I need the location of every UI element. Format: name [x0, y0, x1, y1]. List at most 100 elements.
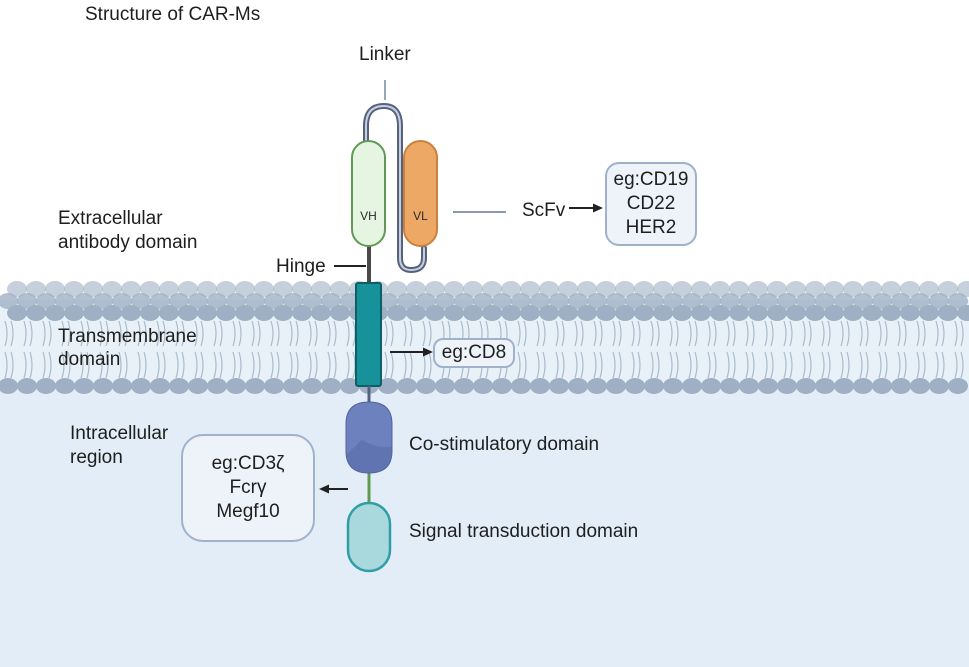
- lipid-tail: [903, 320, 907, 347]
- lipid-head: [549, 293, 569, 309]
- lipid-tail: [143, 320, 147, 347]
- lipid-tail: [517, 351, 521, 379]
- vl-domain: [403, 140, 438, 247]
- diagram-title: Structure of CAR-Ms: [85, 4, 261, 25]
- lipid-head: [169, 378, 189, 394]
- lipid-tail: [536, 320, 540, 347]
- lipid-head: [321, 293, 341, 309]
- lipid-head: [501, 281, 521, 297]
- lipid-tail: [219, 351, 223, 379]
- lipid-tail: [941, 320, 945, 347]
- lipid-head: [254, 305, 274, 321]
- lipid-tail: [314, 320, 318, 347]
- lipid-head: [568, 378, 588, 394]
- lipid-head: [159, 305, 179, 321]
- lipid-tail: [561, 320, 565, 347]
- lipid-head: [501, 305, 521, 321]
- lipid-tail: [213, 351, 217, 379]
- lipid-tail: [4, 351, 8, 379]
- lipid-head: [7, 305, 27, 321]
- lipid-head: [815, 378, 835, 394]
- lipid-head: [853, 378, 873, 394]
- lipid-tail: [257, 320, 261, 347]
- lipid-tail: [346, 351, 350, 379]
- lipid-tail: [232, 320, 236, 347]
- extracellular-label-line-2: antibody domain: [58, 232, 198, 253]
- lipid-head: [102, 305, 122, 321]
- lipid-tail: [61, 320, 65, 347]
- scfv-examples-box: eg:CD19 CD22 HER2: [605, 162, 697, 246]
- lipid-head: [796, 378, 816, 394]
- lipid-tail: [593, 351, 597, 379]
- lipid-head: [197, 281, 217, 297]
- lipid-head: [64, 281, 84, 297]
- lipid-head: [663, 293, 683, 309]
- lipid-tail: [650, 320, 654, 347]
- lipid-head: [767, 281, 787, 297]
- lipid-head: [739, 378, 759, 394]
- lipid-tail: [675, 351, 679, 379]
- scfv-arrow-head: [593, 203, 603, 213]
- lipid-head: [112, 378, 132, 394]
- lipid-head: [919, 281, 939, 297]
- lipid-head: [777, 293, 797, 309]
- lipid-tail: [194, 351, 198, 379]
- lipid-head: [663, 378, 683, 394]
- lipid-head: [55, 293, 75, 309]
- lipid-tail: [840, 320, 844, 347]
- lipid-head: [140, 281, 160, 297]
- lipid-tail: [428, 351, 432, 379]
- lipid-head: [216, 281, 236, 297]
- lipid-head: [777, 378, 797, 394]
- lipid-tail: [523, 320, 527, 347]
- lipid-tail: [808, 320, 812, 347]
- lipid-tail: [922, 320, 926, 347]
- lipid-tail: [384, 320, 388, 347]
- vh-label: VH: [360, 209, 377, 223]
- lipid-head: [311, 281, 331, 297]
- lipid-tail: [390, 351, 394, 379]
- lipid-head: [596, 281, 616, 297]
- lipid-tail: [960, 351, 964, 379]
- lipid-tail: [916, 351, 920, 379]
- lipid-tail: [846, 320, 850, 347]
- lipid-tail: [276, 351, 280, 379]
- lipid-head: [786, 305, 806, 321]
- lipid-tail: [219, 320, 223, 347]
- lipid-tail: [517, 320, 521, 347]
- lipid-head: [862, 305, 882, 321]
- lipid-head: [207, 293, 227, 309]
- lipid-tail: [555, 320, 559, 347]
- lipid-head: [549, 378, 569, 394]
- lipid-head: [169, 293, 189, 309]
- lipid-tail: [333, 351, 337, 379]
- lipid-tail: [840, 351, 844, 379]
- lipid-head: [482, 305, 502, 321]
- lipid-tail: [137, 351, 141, 379]
- lipid-tail: [618, 351, 622, 379]
- lipid-tail: [884, 320, 888, 347]
- lipid-head: [492, 378, 512, 394]
- lipid-tail: [270, 320, 274, 347]
- intracellular-label-line-1: Intracellular: [70, 423, 169, 444]
- lipid-tail: [542, 351, 546, 379]
- lipid-tail: [580, 320, 584, 347]
- lipid-tail: [48, 320, 52, 347]
- lipid-tail: [726, 351, 730, 379]
- lipid-head: [131, 293, 151, 309]
- lipid-head: [853, 293, 873, 309]
- lipid-tail: [669, 320, 673, 347]
- lipid-tail: [162, 320, 166, 347]
- lipid-head: [17, 293, 37, 309]
- lipid-head: [416, 378, 436, 394]
- lipid-head: [796, 293, 816, 309]
- lipid-tail: [675, 320, 679, 347]
- lipid-head: [283, 378, 303, 394]
- lipid-tail: [80, 351, 84, 379]
- lipid-head: [824, 305, 844, 321]
- cytoplasm-region: [0, 388, 969, 667]
- lipid-tail: [688, 351, 692, 379]
- lipid-tail: [327, 351, 331, 379]
- lipid-head: [93, 378, 113, 394]
- lipid-head: [64, 305, 84, 321]
